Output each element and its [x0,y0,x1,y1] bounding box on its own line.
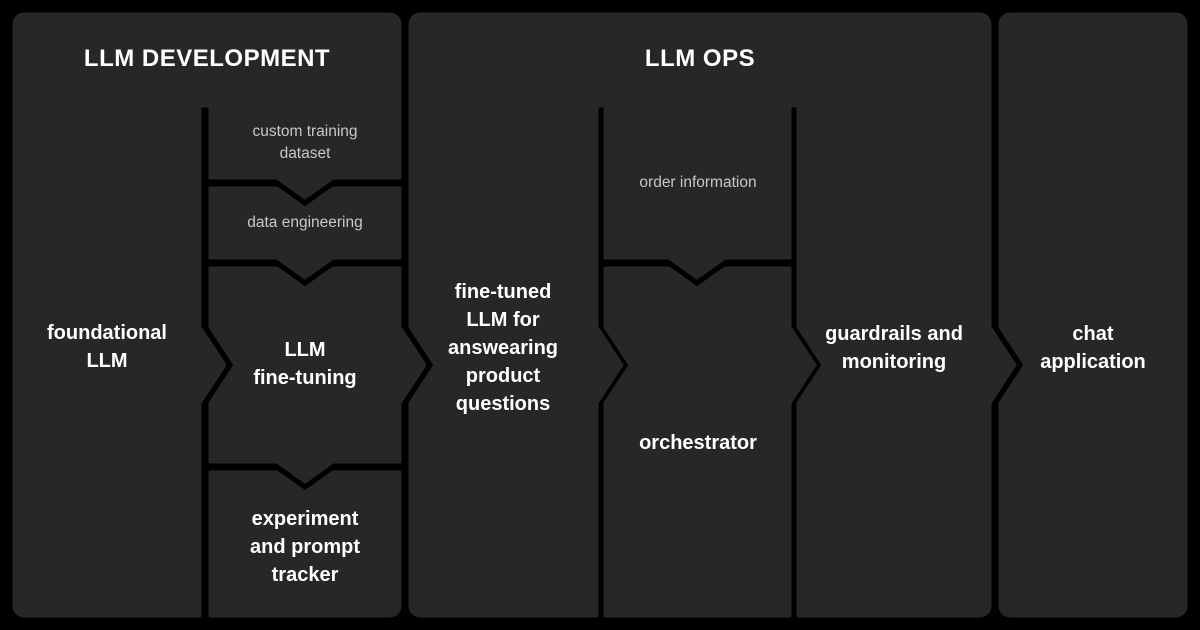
shape-llm-development-header [12,12,402,108]
node-label-experiment-and-prompt-tracker: experiment and prompt tracker [250,508,360,586]
shape-chat-application [998,12,1188,618]
shape-llm-fine-tuning [208,266,427,484]
node-label-orchestrator: orchestrator [639,432,757,454]
shape-foundational-llm [12,104,227,618]
node-label-guardrails-and-monitoring: guardrails and monitoring [825,323,963,373]
shape-custom-training-dataset [208,104,402,200]
node-label-llm-fine-tuning: LLM fine-tuning [253,339,357,389]
node-label-custom-training-dataset: custom training dataset [252,123,358,162]
node-label-order-information: order information [639,174,757,191]
node-label-foundational-llm: foundational LLM [47,322,167,372]
shape-experiment-and-prompt-tracker [208,470,402,618]
node-label-data-engineering: data engineering [247,214,363,231]
node-label-chat-application: chat application [1040,323,1146,373]
shape-fine-tuned-llm [408,104,624,618]
section-title-llm-ops: LLM OPS [644,45,756,72]
shape-orchestrator [603,266,817,618]
shape-guardrails-and-monitoring [796,104,1017,618]
node-label-fine-tuned-llm: fine-tuned LLM for answearing product qu… [447,281,559,415]
shape-data-engineering [208,186,402,280]
shape-order-information [603,104,792,280]
shape-llm-ops-header [408,12,992,108]
section-title-llm-development: LLM DEVELOPMENT [83,45,331,72]
